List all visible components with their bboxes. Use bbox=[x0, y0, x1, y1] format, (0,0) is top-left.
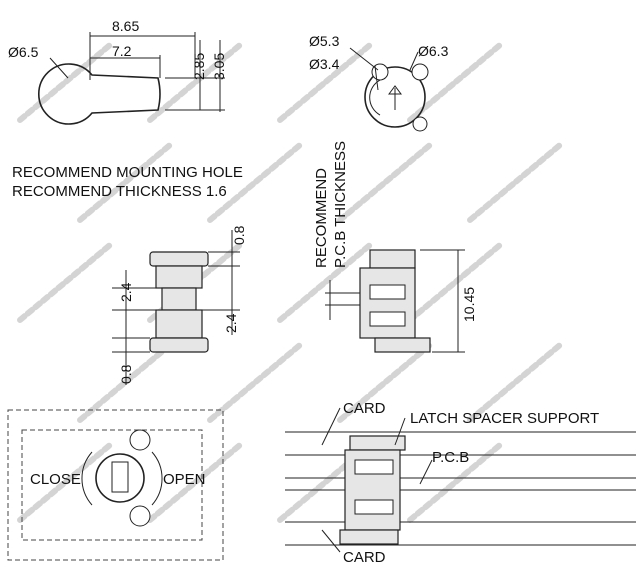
assembly-drawing: CARD LATCH SPACER SUPPORT P.C.B CARD bbox=[285, 400, 636, 566]
watermark-mark bbox=[277, 242, 373, 323]
watermark-mark bbox=[407, 442, 503, 523]
dim-8.65: 8.65 bbox=[112, 18, 139, 34]
note-thickness: RECOMMEND THICKNESS 1.6 bbox=[12, 183, 227, 200]
watermark-mark bbox=[337, 342, 433, 423]
dim-dia-6.3: Ø6.3 bbox=[418, 43, 449, 59]
pcb-thickness-drawing: RECOMMEND P.C.B THICKNESS 10.45 bbox=[313, 141, 477, 353]
rotation-drawing: CLOSE OPEN bbox=[7, 409, 224, 561]
dim-left-2.4: 2.4 bbox=[118, 282, 134, 302]
watermark-mark bbox=[207, 342, 303, 423]
watermark-mark bbox=[77, 142, 173, 223]
watermark-mark bbox=[337, 142, 433, 223]
label-open: OPEN bbox=[163, 471, 206, 488]
label-close: CLOSE bbox=[30, 471, 81, 488]
watermark-mark bbox=[17, 442, 113, 523]
dim-dia-6.5: Ø6.5 bbox=[8, 44, 39, 60]
side-view-drawing: 0.8 2.4 2.4 0.8 bbox=[112, 225, 247, 385]
watermark-mark bbox=[277, 42, 373, 123]
label-card-top: CARD bbox=[343, 400, 386, 417]
watermark-mark bbox=[407, 42, 503, 123]
pcb-label-recommend: RECOMMEND bbox=[313, 168, 330, 268]
watermark-mark bbox=[77, 342, 173, 423]
watermark-mark bbox=[147, 42, 243, 123]
dim-top-0.8: 0.8 bbox=[231, 225, 247, 245]
mounting-hole-drawing: 8.65 7.2 Ø6.5 2.85 3.05 bbox=[8, 18, 227, 125]
dim-dia-5.3: Ø5.3 bbox=[309, 33, 340, 49]
watermark-mark bbox=[407, 242, 503, 323]
dim-bottom-0.8: 0.8 bbox=[118, 364, 134, 384]
watermark-mark bbox=[467, 142, 563, 223]
dim-10.45: 10.45 bbox=[461, 287, 477, 322]
watermark-mark bbox=[207, 142, 303, 223]
top-view-drawing: Ø5.3 Ø3.4 Ø6.3 bbox=[309, 33, 449, 132]
dim-dia-3.4: Ø3.4 bbox=[309, 56, 340, 72]
watermark-mark bbox=[147, 442, 243, 523]
dim-3.05: 3.05 bbox=[211, 53, 227, 80]
watermark-mark bbox=[17, 242, 113, 323]
label-pcb: P.C.B bbox=[432, 449, 469, 466]
label-latch-spacer-support: LATCH SPACER SUPPORT bbox=[410, 410, 599, 427]
watermarks bbox=[17, 42, 563, 523]
note-mounting-hole: RECOMMEND MOUNTING HOLE bbox=[12, 164, 243, 181]
label-card-bottom: CARD bbox=[343, 549, 386, 566]
dim-2.85: 2.85 bbox=[191, 53, 207, 80]
dim-7.2: 7.2 bbox=[112, 43, 132, 59]
dim-right-2.4: 2.4 bbox=[223, 313, 239, 333]
watermark-mark bbox=[467, 342, 563, 423]
pcb-label-thickness: P.C.B THICKNESS bbox=[332, 141, 349, 268]
